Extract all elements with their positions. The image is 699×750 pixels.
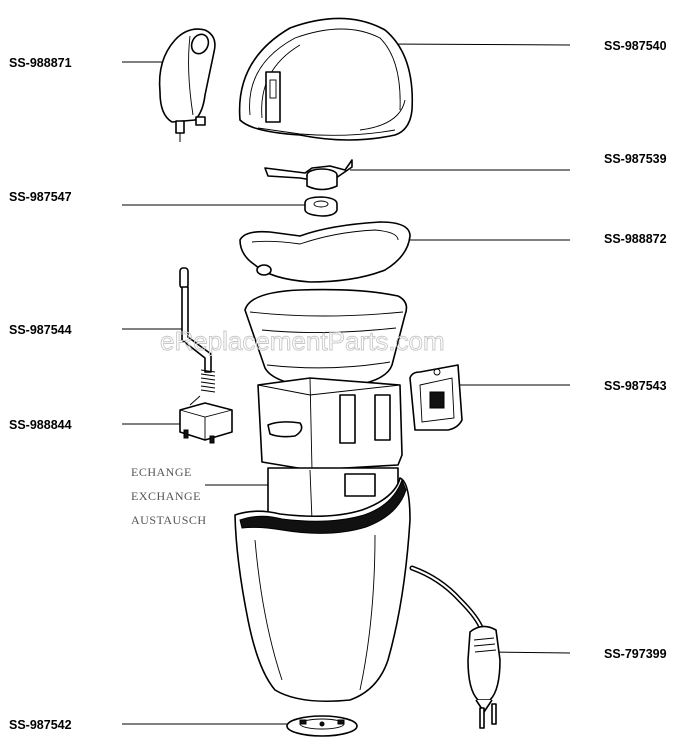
part-labels: SS-988871 SS-987540 SS-987539 SS-987547 … [9,39,667,732]
part-power-cord [409,565,501,729]
part-bracket [409,364,463,431]
label-blade: SS-987539 [604,152,667,166]
label-power-cord: SS-797399 [604,647,667,661]
leader-lines [122,43,571,725]
label-bracket: SS-987543 [604,379,667,393]
part-foot [286,715,358,737]
part-nut [304,196,338,217]
label-lid: SS-987540 [604,39,667,53]
part-seal-ring [239,221,411,283]
label-switch-cover: SS-988871 [9,56,72,70]
exchange-line-de: AUSTAUSCH [131,513,207,527]
part-microswitch [179,395,233,444]
label-nut: SS-987547 [9,190,72,204]
part-switch-cover [158,28,216,142]
label-microswitch: SS-988844 [9,418,72,432]
part-actuator-rod [179,267,216,393]
watermark-text: eReplacementParts.com [160,326,445,356]
part-outer-body [234,477,411,703]
leader-line-987540 [384,43,571,46]
exchange-line-fr: ECHANGE [131,465,192,479]
part-motor-housing [257,377,403,531]
label-foot: SS-987542 [9,718,72,732]
label-actuator-rod: SS-987544 [9,323,72,337]
exchange-note: ECHANGE EXCHANGE AUSTAUSCH [131,465,207,527]
part-blade [264,159,353,191]
label-seal-ring: SS-988872 [604,232,667,246]
part-lid [238,17,414,141]
exchange-line-en: EXCHANGE [131,489,201,503]
